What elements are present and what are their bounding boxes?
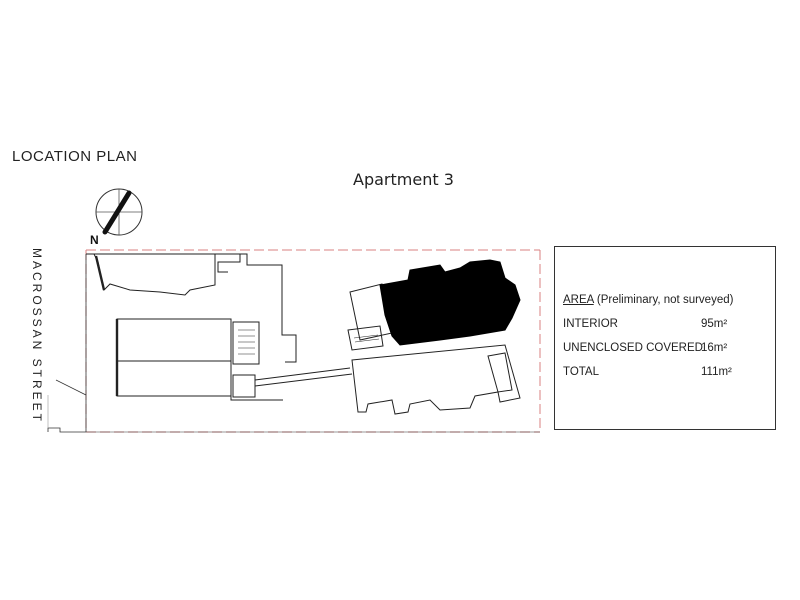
- area-row-total-value: 111m²: [701, 366, 732, 378]
- street-edge: [47, 379, 87, 433]
- left-building: [86, 253, 353, 401]
- north-label: N: [90, 233, 99, 247]
- apartment-3-footprint: [379, 259, 521, 346]
- north-compass-icon: N: [90, 188, 143, 247]
- area-summary-panel: AREA (Preliminary, not surveyed) INTERIO…: [554, 246, 776, 430]
- street-name-label: MACROSSAN STREET: [30, 248, 44, 425]
- area-row-interior-value: 95m²: [701, 318, 728, 330]
- site-boundary: [85, 249, 541, 433]
- apartment-title: Apartment 3: [353, 170, 454, 189]
- area-heading-label: AREA: [563, 294, 594, 306]
- location-plan-title: LOCATION PLAN: [12, 148, 138, 165]
- area-row-covered-value: 16m²: [701, 342, 728, 354]
- area-heading: AREA (Preliminary, not surveyed): [563, 294, 733, 306]
- area-row-covered-label: UNENCLOSED COVERED: [563, 342, 703, 354]
- area-row-total-label: TOTAL: [563, 366, 599, 378]
- area-heading-note: (Preliminary, not surveyed): [596, 294, 734, 306]
- area-row-interior-label: INTERIOR: [563, 318, 618, 330]
